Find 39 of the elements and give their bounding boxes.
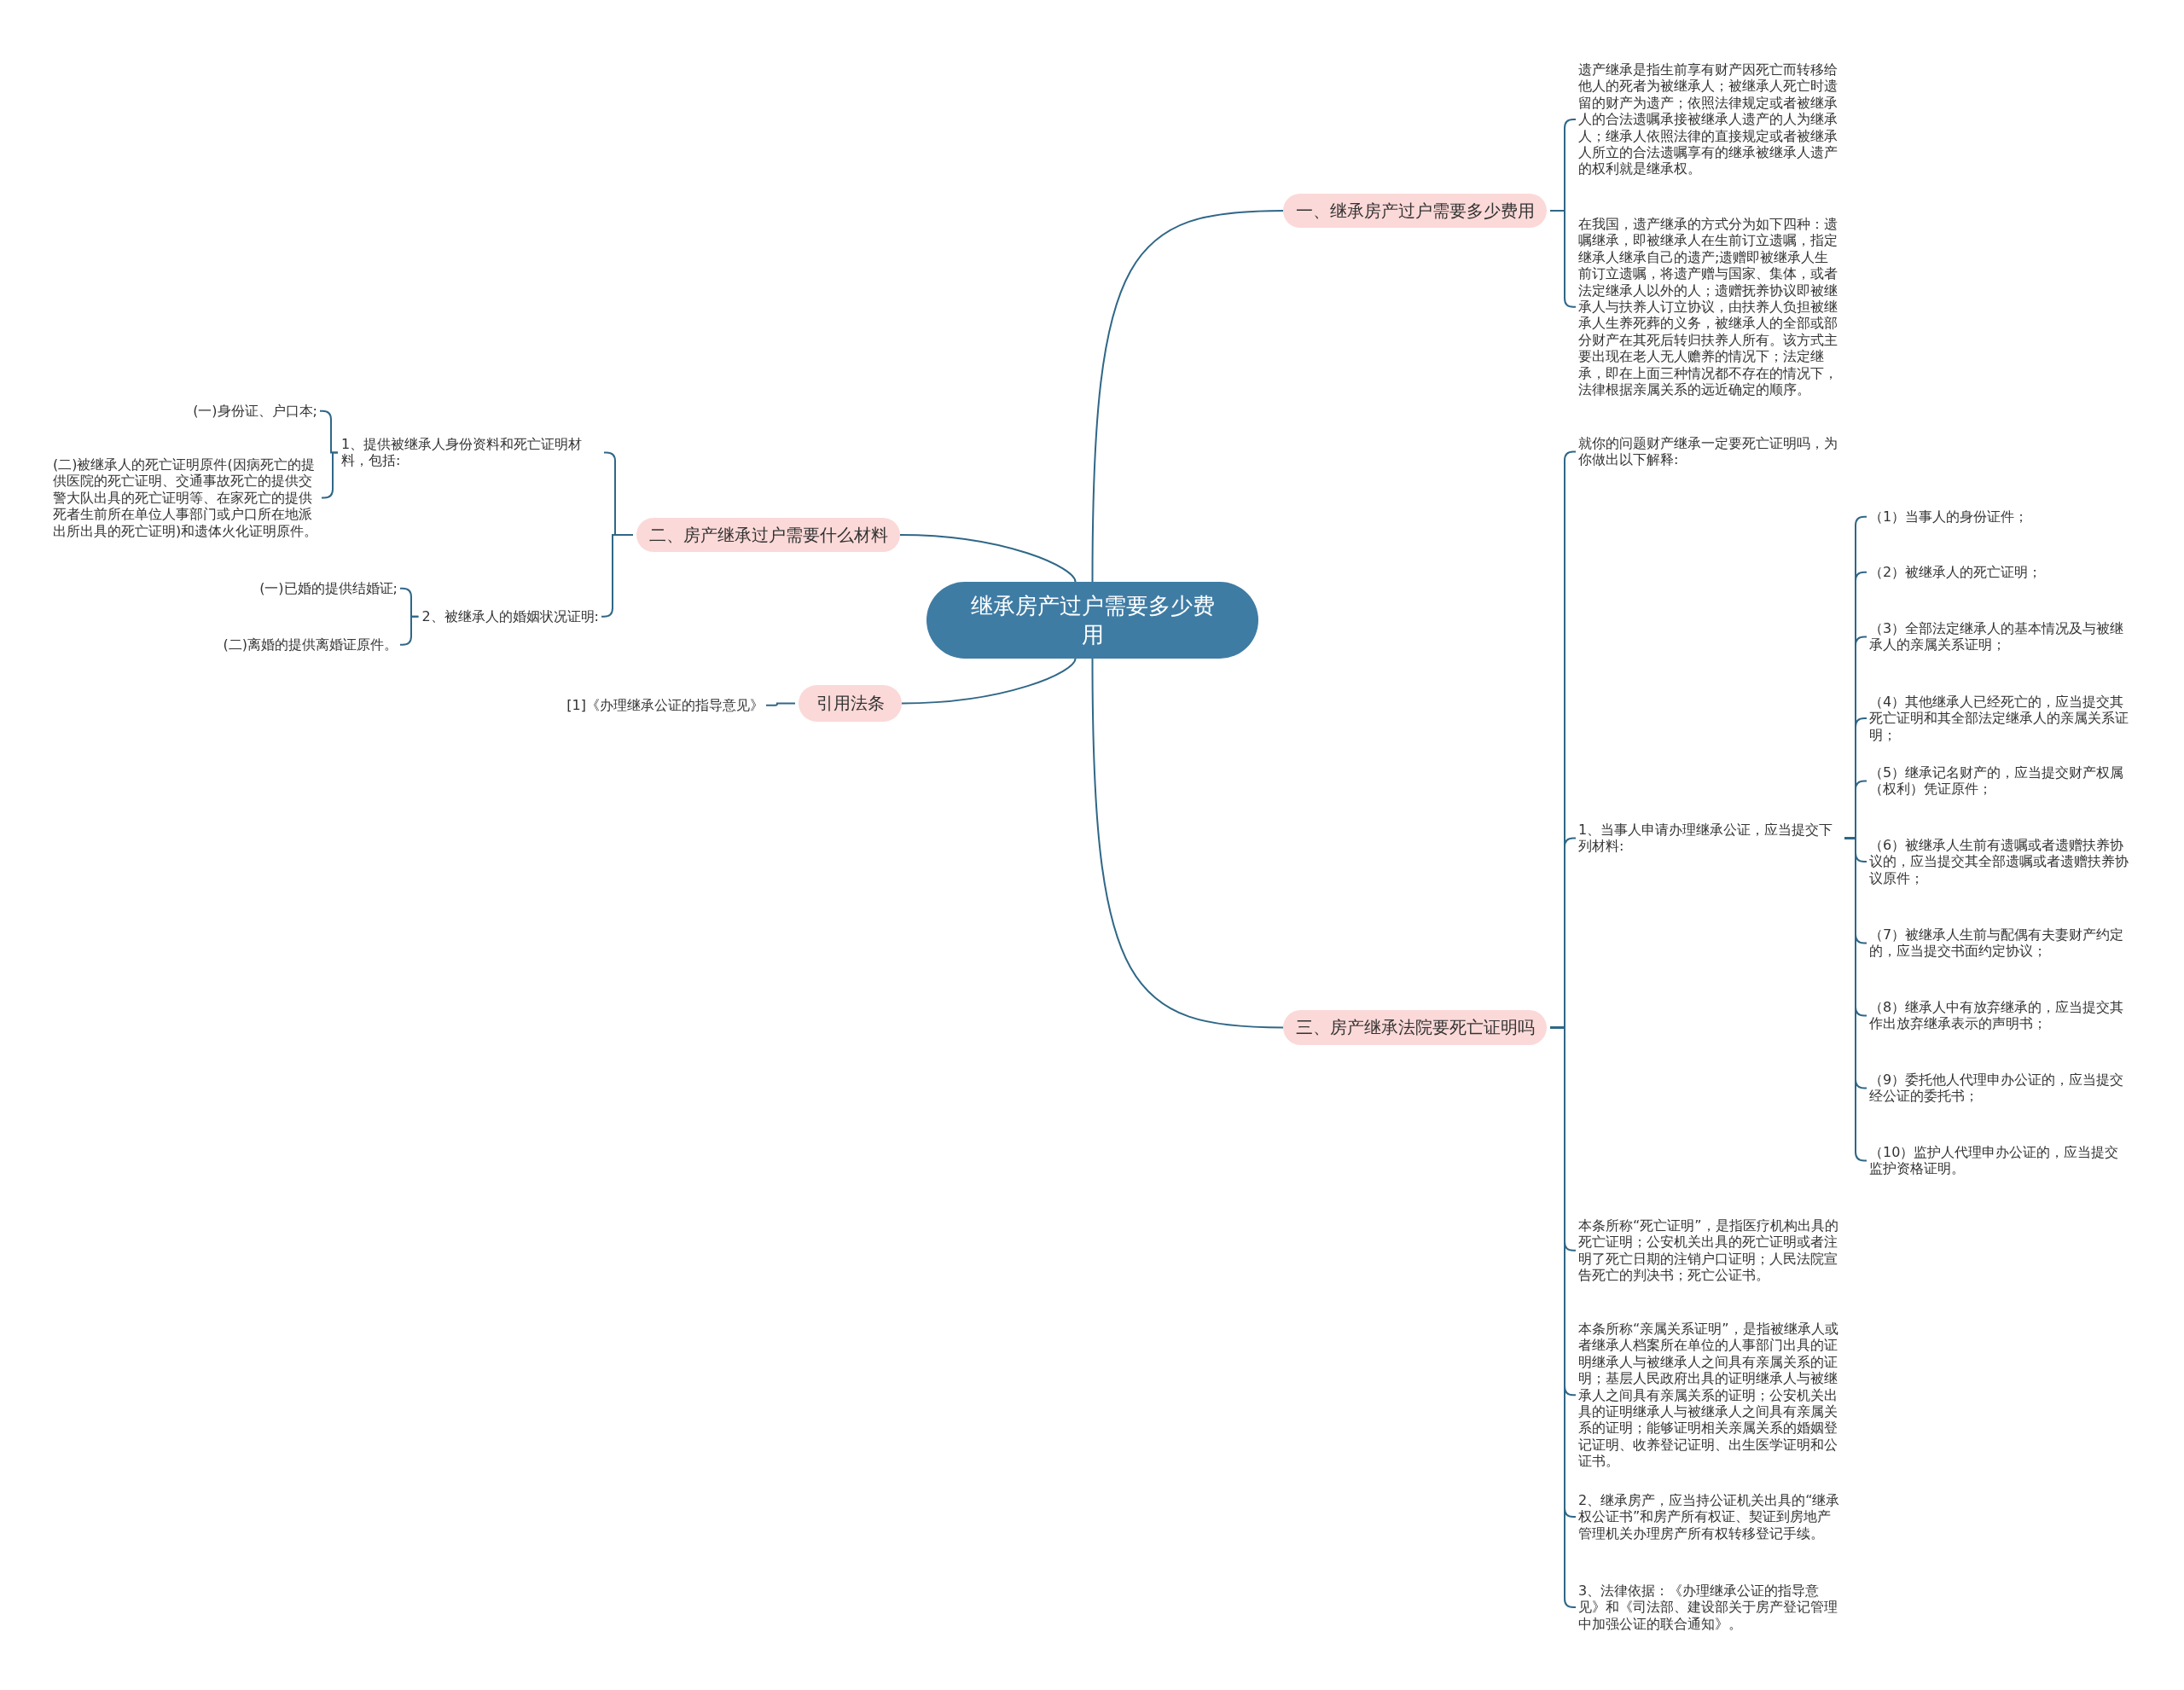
connector (1549, 1026, 1577, 1609)
note-text: （6）被继承人生前有遗嘱或者遗赠扶养协议的，应当提交其全部遗嘱或者遗赠扶养协议原件； (1869, 837, 2129, 887)
note-text: （2）被继承人的死亡证明； (1869, 564, 2042, 581)
central-topic: 继承房产过户需要多少费用 (926, 582, 1258, 659)
note-text: 1、当事人申请办理继承公证，应当提交下列材料: (1578, 822, 1841, 855)
connector (765, 702, 796, 706)
connector (1844, 837, 1867, 1162)
note-text: 本条所称“亲属关系证明”，是指被继承人或者继承人档案所在单位的人事部门出具的证明继承人与被继承人之间具有亲属关系的证明；基层人民政府出具的证明继承人与被继承人之间具有亲属关系的证明；公安机关出具的证明继承人与被继承人之间具有亲属关系的证明；能够证明相关亲属关系的婚姻登记证明、收养登记证明、出生医学证明和公证书。 (1578, 1321, 1841, 1470)
note-text: 就你的问题财产继承一定要死亡证明吗，为你做出以下解释: (1578, 435, 1841, 468)
note-text: (一)身份证、户口本; (193, 403, 317, 420)
note-text: 2、被继承人的婚姻状况证明: (421, 608, 599, 625)
note-text: [1]《办理继承公证的指导意见》 (566, 697, 764, 714)
note-text: （7）被继承人生前与配偶有夫妻财产约定的，应当提交书面约定协议； (1869, 926, 2129, 960)
note-text: 遗产继承是指生前享有财产因死亡而转移给他人的死者为被继承人；被继承人死亡时遗留的财产为遗产；依照法律规定或者被继承人的合法遗嘱承接被继承人遗产的人为继承人；继承人依照法律的直接规定或者被继承人所立的合法遗嘱享有的继承被继承人遗产的权利就是继承权。 (1578, 61, 1841, 177)
connector (321, 451, 339, 499)
note-text: (二)被继承人的死亡证明原件(因病死亡的提供医院的死亡证明、交通事故死亡的提供交警大队出具的死亡证明等、在家死亡的提供死者生前所在单位人事部门或户口所在地派出所出具的死亡证明)和遗体火化证明原件。 (53, 456, 319, 540)
connector (901, 658, 1077, 705)
note-text: （8）继承人中有放弃继承的，应当提交其作出放弃继承表示的声明书； (1869, 999, 2129, 1032)
note-text: （3）全部法定继承人的基本情况及与被继承人的亲属关系证明； (1869, 620, 2129, 653)
note-text: （9）委托他人代理申办公证的，应当提交经公证的委托书； (1869, 1071, 2129, 1105)
note-text: （4）其他继承人已经死亡的，应当提交其死亡证明和其全部法定继承人的亲属关系证明； (1869, 694, 2129, 744)
connector (1091, 210, 1284, 583)
note-text: 本条所称“死亡证明”，是指医疗机构出具的死亡证明；公安机关出具的死亡证明或者注明了死亡日期的注销户口证明；人民法院宣告死亡的判决书；死亡公证书。 (1578, 1217, 1841, 1284)
connector (1091, 658, 1284, 1029)
topic-box: 二、房产继承过户需要什么材料 (636, 518, 900, 552)
note-text: （5）继承记名财产的，应当提交财产权属（权利）凭证原件； (1869, 764, 2129, 798)
connector (899, 534, 1077, 583)
topic-box: 引用法条 (799, 685, 902, 722)
note-text: 2、继承房产，应当持公证机关出具的“继承权公证书”和房产所有权证、契证到房地产管理机关办理房产所有权转移登记手续。 (1578, 1492, 1841, 1542)
note-text: 在我国，遗产继承的方式分为如下四种：遗嘱继承，即被继承人在生前订立遗嘱，指定继承人继承自己的遗产;遗赠即被继承人生前订立遗嘱，将遗产赠与国家、集体，或者法定继承人以外的人；遗赠抚养协议即被继承人与扶养人订立协议，由扶养人负担被继承人生养死葬的义务，被继承人的全部或部分财产在其死后转归扶养人所有。该方式主要出现在老人无人赡养的情况下；法定继承，即在上面三种情况都不存在的情况下，法律根据亲属关系的远近确定的顺序。 (1578, 216, 1841, 398)
connector (399, 615, 420, 646)
note-text: (一)已婚的提供结婚证; (259, 580, 398, 597)
note-text: 3、法律依据：《办理继承公证的指导意见》和《司法部、建设部关于房产登记管理中加强公证的联合通知》。 (1578, 1583, 1841, 1633)
note-text: (二)离婚的提供离婚证原件。 (223, 636, 398, 653)
topic-box: 三、房产继承法院要死亡证明吗 (1283, 1010, 1547, 1045)
note-text: （1）当事人的身份证件； (1869, 508, 2029, 526)
note-text: 1、提供被继承人身份资料和死亡证明材料，包括: (341, 436, 601, 469)
topic-box: 一、继承房产过户需要多少费用 (1283, 194, 1547, 228)
note-text: （10）监护人代理申办公证的，应当提交监护资格证明。 (1869, 1144, 2129, 1177)
